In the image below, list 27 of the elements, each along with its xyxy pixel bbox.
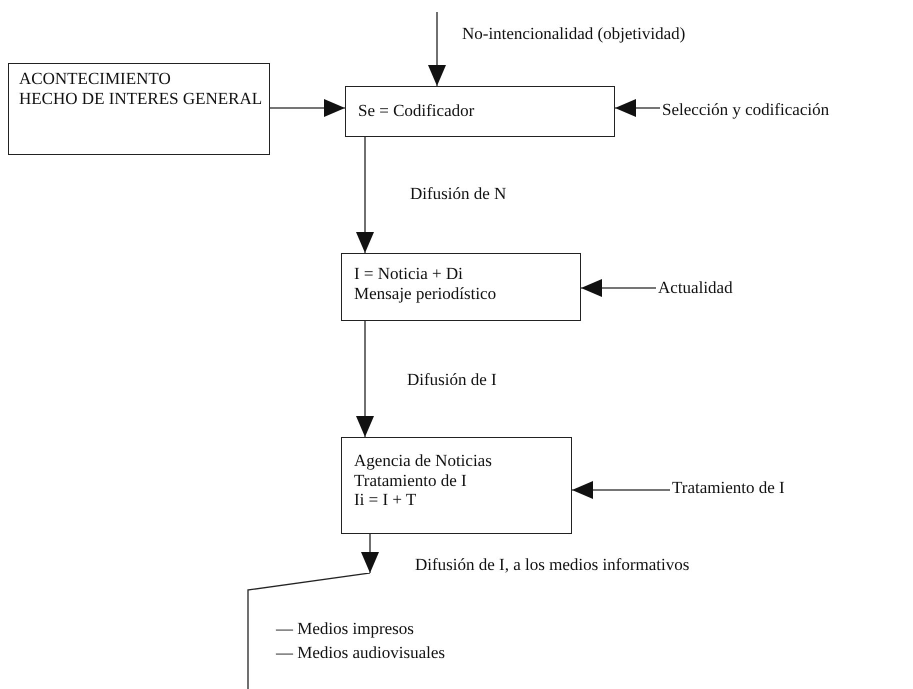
arrow	[356, 321, 374, 437]
arrow	[356, 137, 374, 253]
arrow	[615, 99, 660, 117]
input-label: Selección y codificación	[662, 100, 830, 120]
input-label: Actualidad	[658, 278, 734, 298]
arrow	[270, 99, 345, 117]
list-item: — Medios impresos	[276, 618, 415, 640]
process-box	[341, 253, 581, 321]
box-text: HECHO DE INTERES GENERAL	[19, 88, 259, 108]
box-text: Se = Codificador	[358, 101, 476, 121]
event-box	[8, 63, 270, 155]
box-text: Ii = I + T	[354, 490, 418, 510]
box-text: I = Noticia + Di	[354, 264, 464, 284]
arrow	[428, 12, 446, 86]
arrow	[572, 481, 670, 499]
process-box	[341, 437, 572, 534]
box-text: Agencia de Noticias	[354, 451, 493, 471]
input-label: Tratamiento de I	[672, 478, 786, 498]
arrow	[581, 279, 656, 297]
box-text: ACONTECIMIENTO	[19, 69, 172, 89]
box-text: Mensaje periodístico	[354, 284, 498, 304]
edge-label: Difusión de I, a los medios informativos	[413, 555, 692, 575]
edge-label: No-intencionalidad (objetividad)	[460, 24, 688, 44]
list-item: — Medios audiovisuales	[276, 642, 446, 664]
arrow	[361, 534, 379, 573]
box-text: Tratamiento de I	[354, 470, 468, 490]
process-box	[345, 86, 615, 137]
